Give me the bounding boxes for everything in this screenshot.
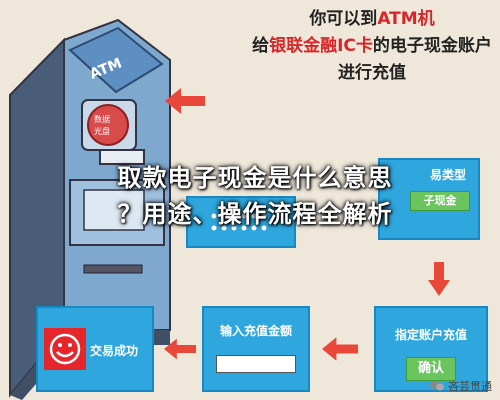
intro-text: 你可以到ATM机 给银联金融IC卡的电子现金账户 进行充值: [252, 6, 492, 87]
intro-line2-highlight: 银联金融IC卡: [269, 36, 373, 56]
arrow-left-icon: [165, 88, 205, 114]
step-type-title: 易类型: [429, 168, 466, 182]
arrow-down-icon: [428, 262, 450, 296]
headline-line1: 取款电子现金是什么意思: [117, 164, 393, 192]
arrow-left-icon: [322, 337, 358, 361]
amount-input[interactable]: [216, 355, 296, 373]
watermark: 吝芸贯通: [430, 378, 492, 394]
step-specify-account: 指定账户充值 确认: [374, 306, 488, 392]
electronic-cash-button[interactable]: 子现金: [410, 191, 470, 211]
arrow-left-icon: [164, 338, 196, 360]
card-text-2: 光盘: [94, 126, 110, 136]
intro-line2-prefix: 给: [252, 36, 270, 56]
step-transaction-success: 交易成功: [36, 306, 154, 392]
headline-line2: ？用途、操作流程全解析: [117, 200, 393, 228]
step-success-title: 交易成功: [90, 344, 139, 358]
wechat-icon: [430, 381, 444, 391]
intro-line2-suffix: 的电子现金账户: [372, 36, 492, 56]
keypad-dots-icon: [211, 213, 267, 231]
confirm-button[interactable]: 确认: [406, 357, 456, 381]
intro-line1-highlight: ATM机: [377, 9, 435, 29]
step-amount-title: 输入充值金额: [219, 324, 292, 338]
watermark-text: 吝芸贯通: [448, 380, 492, 393]
keypad-panel: [186, 196, 296, 248]
card-text-1: 数据: [94, 114, 110, 124]
step-enter-amount: 输入充值金额: [202, 306, 310, 392]
intro-line3: 进行充值: [338, 63, 406, 83]
step-account-title: 指定账户充值: [394, 328, 467, 342]
intro-line1-prefix: 你可以到: [309, 9, 378, 29]
smiley-icon: [44, 328, 86, 370]
step-transaction-type: 易类型 子现金: [378, 158, 480, 240]
page-headline: 取款电子现金是什么意思 ？用途、操作流程全解析: [40, 160, 470, 232]
